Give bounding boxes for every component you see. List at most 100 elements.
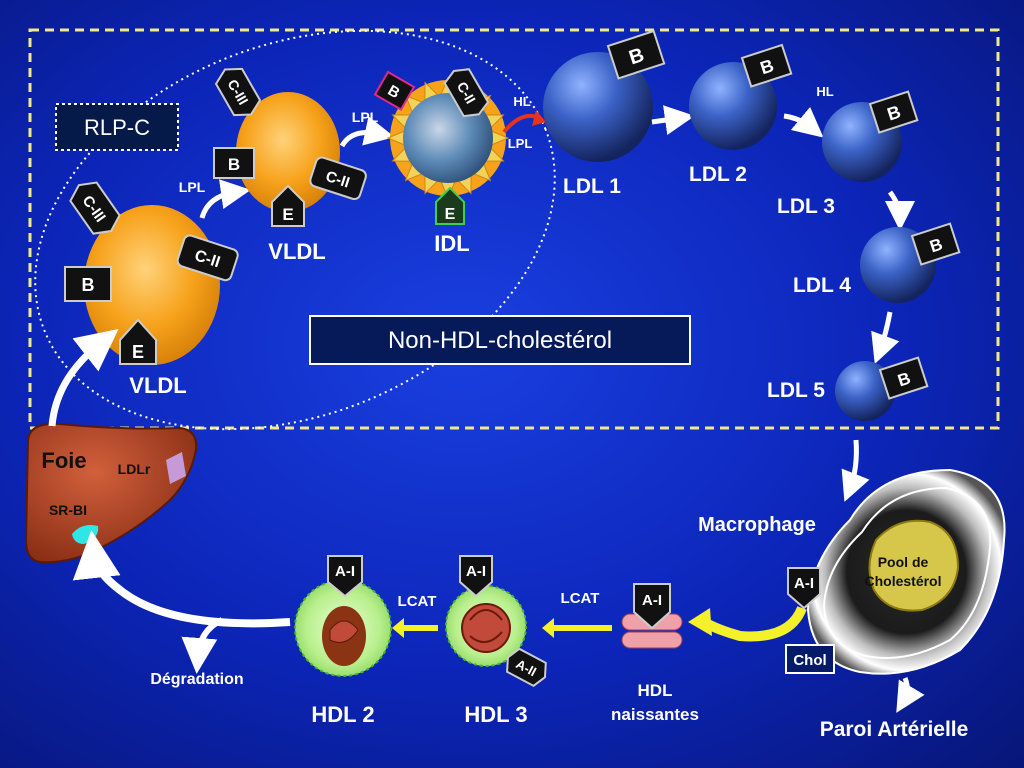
svg-text:B: B xyxy=(82,275,95,295)
svg-text:B: B xyxy=(228,155,240,174)
ldl-1-particle: B xyxy=(543,29,666,162)
arrow-to-arterial-wall xyxy=(896,677,925,713)
svg-text:A-I: A-I xyxy=(642,592,662,609)
vldl-big-apo-b: B xyxy=(64,266,112,302)
arrow-efflux-head xyxy=(688,608,712,636)
svg-text:C-II: C-II xyxy=(324,168,352,192)
ldl-3-label: LDL 3 xyxy=(777,195,835,218)
hdl2-label: HDL 2 xyxy=(311,702,374,727)
nonhdl-box xyxy=(309,315,691,365)
chol-box xyxy=(785,644,835,674)
svg-text:B: B xyxy=(885,102,904,125)
svg-text:E: E xyxy=(445,206,456,223)
arrow-ldl2-to-ldl3 xyxy=(783,106,824,138)
ldl-2-label: LDL 2 xyxy=(689,163,747,186)
ldl-5-particle: B xyxy=(835,356,929,421)
ldlr-receptor xyxy=(166,452,186,484)
vldl-small-apo-cii: C-II xyxy=(309,156,367,201)
vldl-small-apo-e: E xyxy=(271,184,305,227)
rlp-dotted-ellipse xyxy=(34,29,556,431)
arrow-ldl1-to-ldl2 xyxy=(651,105,695,135)
arrow-hdl2-to-liver xyxy=(72,530,291,628)
svg-text:B: B xyxy=(895,369,913,391)
arrow-vldl-to-idl xyxy=(339,116,395,148)
liver-label: Foie xyxy=(41,448,86,473)
lcat-label-1: LCAT xyxy=(398,593,437,610)
hdl3-apo-aii: A-II xyxy=(506,647,547,688)
lpl-label-2: LPL xyxy=(352,109,379,125)
hdl-nascent-label-1: HDL xyxy=(638,681,673,700)
lpl-label-3: LPL xyxy=(508,136,533,151)
arrow-liver-to-vldl xyxy=(48,329,119,427)
srbi-label: SR-BI xyxy=(49,502,87,518)
arrow-to-degradation xyxy=(181,617,224,674)
ldl-1-apo-b: B xyxy=(606,29,666,80)
hdl3-apo-ai: A-I xyxy=(459,555,493,598)
vldl-big-apo-cii: C-II xyxy=(176,234,239,282)
vldl-big-particle: B E C-II C-III xyxy=(64,181,239,365)
vldl-small-particle: B E C-II C-III xyxy=(213,67,367,227)
arterial-wall xyxy=(806,468,1006,675)
ldl-3-particle: B xyxy=(822,90,919,182)
vldl-big-apo-ciii: C-III xyxy=(69,181,121,235)
ldl-4-label: LDL 4 xyxy=(793,274,851,297)
hdl-nascent-particle: A-I xyxy=(621,583,683,649)
arrow-ldl5-to-artery xyxy=(841,439,870,502)
lpl-label-1: LPL xyxy=(179,179,206,195)
svg-text:E: E xyxy=(282,205,293,224)
idl-apo-b: B xyxy=(373,70,416,111)
ldl-2-particle: B xyxy=(689,43,793,150)
svg-text:B: B xyxy=(927,235,945,257)
chol-label: Chol xyxy=(793,652,826,669)
svg-text:A-I: A-I xyxy=(794,575,814,592)
hl-label-1: HL xyxy=(513,94,530,109)
arrow-efflux xyxy=(701,605,807,642)
pool-label-2: Cholestérol xyxy=(864,573,941,589)
liver-organ xyxy=(24,422,198,564)
hdl3-label: HDL 3 xyxy=(464,702,527,727)
nonhdl-label: Non-HDL-cholestérol xyxy=(388,327,612,354)
pool-label-1: Pool de xyxy=(878,554,929,570)
ldl-1-label: LDL 1 xyxy=(563,175,621,198)
svg-text:A-I: A-I xyxy=(335,563,355,580)
vldl-big-label: VLDL xyxy=(129,373,186,398)
rlpc-label: RLP-C xyxy=(84,115,150,140)
svg-text:A-I: A-I xyxy=(466,563,486,580)
arrow-vldl-to-vldl xyxy=(199,179,251,219)
vldl-small-apo-ciii: C-III xyxy=(214,67,262,117)
arrow-hdl3-to-hdl2-head xyxy=(392,618,404,638)
hdl2-particle: A-I xyxy=(294,555,392,677)
arrow-ldl3-to-ldl4 xyxy=(884,190,915,231)
rlpc-box xyxy=(55,103,179,151)
ldl-5-apo-b: B xyxy=(878,356,929,400)
idl-label: IDL xyxy=(434,231,469,256)
arterial-wall-label: Paroi Artérielle xyxy=(820,718,969,741)
ldl-4-apo-b: B xyxy=(910,222,961,266)
arrow-nascent-to-hdl3-head xyxy=(542,618,554,638)
arrow-idl-to-ldl-head xyxy=(532,110,546,126)
vldl-small-apo-b: B xyxy=(213,147,255,179)
idl-apo-e: E xyxy=(435,186,465,225)
ldl-5-label: LDL 5 xyxy=(767,379,825,402)
hl-label-2: HL xyxy=(816,84,833,99)
vldl-small-label: VLDL xyxy=(268,239,325,264)
macrophage-apo-ai: A-I xyxy=(787,567,821,610)
svg-text:E: E xyxy=(132,342,144,362)
ldl-3-apo-b: B xyxy=(868,90,919,134)
macrophage-label: Macrophage xyxy=(698,514,816,536)
hdl-nascent-apo-ai: A-I xyxy=(633,583,671,630)
svg-text:B: B xyxy=(626,44,647,69)
lcat-label-2: LCAT xyxy=(561,590,600,607)
hdl-nascent-label-2: naissantes xyxy=(611,705,699,724)
vldl-big-apo-e: E xyxy=(119,318,157,365)
ldl-2-apo-b: B xyxy=(740,43,793,88)
hdl3-particle: A-I A-II xyxy=(445,555,547,688)
svg-text:B: B xyxy=(758,55,777,78)
idl-apo-cii: C-II xyxy=(443,68,490,118)
degradation-label: Dégradation xyxy=(150,671,243,688)
arrow-ldl4-to-ldl5 xyxy=(871,311,900,365)
ldl-4-particle: B xyxy=(860,222,961,303)
cholesterol-pool xyxy=(868,519,960,612)
hdl2-apo-ai: A-I xyxy=(327,555,363,598)
